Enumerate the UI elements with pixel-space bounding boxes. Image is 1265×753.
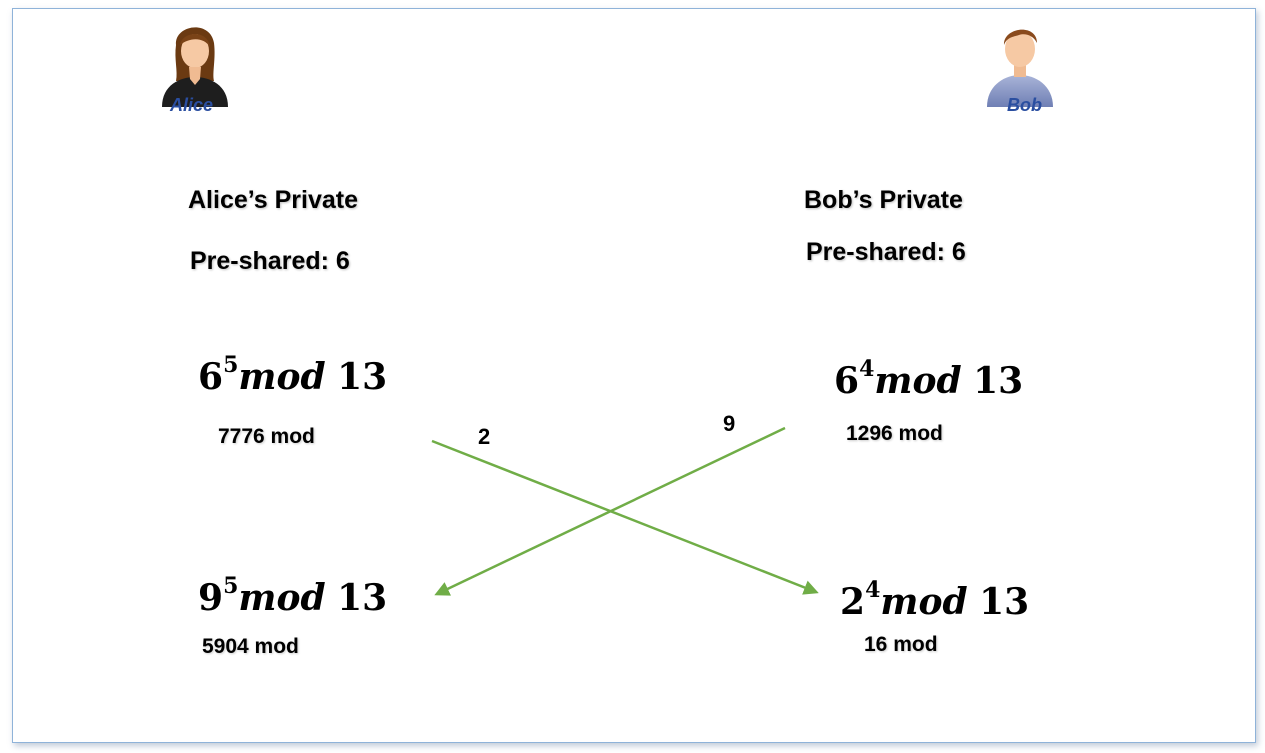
bob-step2-expression: 24mod 13 [840, 577, 1030, 623]
alice-step1-exponent: 5 [223, 352, 239, 378]
bob-step2-base: 2 [840, 581, 866, 623]
diagram-frame [12, 8, 1256, 743]
bob-step1-exponent: 4 [859, 356, 875, 382]
alice-avatar: Alice [150, 15, 240, 120]
alice-step1-op: mod [238, 356, 326, 398]
alice-step2-expanded: 5904 mod [202, 635, 299, 658]
bob-step2-expanded: 16 mod [864, 633, 938, 656]
bob-name-label: Bob [1007, 95, 1042, 115]
bob-step1-op: mod [874, 360, 962, 402]
bob-step2-modulus: 13 [979, 581, 1030, 623]
bob-avatar: Bob [975, 15, 1065, 120]
bob-step1-expression: 64mod 13 [834, 356, 1024, 402]
alice-private-heading: Alice’s Private [188, 186, 359, 214]
bob-step1-base: 6 [834, 360, 860, 402]
alice-step2-base: 9 [198, 577, 224, 619]
transfer-value-bob-to-alice: 9 [723, 411, 736, 436]
alice-step1-expression: 65mod 13 [198, 352, 388, 398]
alice-step1-expanded: 7776 mod [218, 425, 315, 448]
bob-step2-exponent: 4 [865, 577, 881, 603]
alice-step1-modulus: 13 [337, 356, 388, 398]
alice-step1-base: 6 [198, 356, 224, 398]
male-user-icon [987, 29, 1053, 107]
alice-step2-exponent: 5 [223, 573, 239, 599]
alice-step2-modulus: 13 [337, 577, 388, 619]
arrow-bob-to-alice [434, 426, 786, 596]
alice-name-label: Alice [170, 95, 214, 115]
bob-preshared-label: Pre-shared: 6 [806, 238, 966, 266]
bob-step1-modulus: 13 [973, 360, 1024, 402]
alice-preshared-label: Pre-shared: 6 [190, 247, 350, 275]
alice-step2-op: mod [238, 577, 326, 619]
female-user-icon [162, 27, 228, 107]
bob-private-heading: Bob’s Private [804, 186, 963, 214]
bob-step1-expanded: 1296 mod [846, 422, 943, 445]
alice-step2-expression: 95mod 13 [198, 573, 388, 619]
bob-step2-op: mod [880, 581, 968, 623]
arrow-alice-to-bob [431, 439, 819, 595]
transfer-value-alice-to-bob: 2 [478, 424, 491, 449]
